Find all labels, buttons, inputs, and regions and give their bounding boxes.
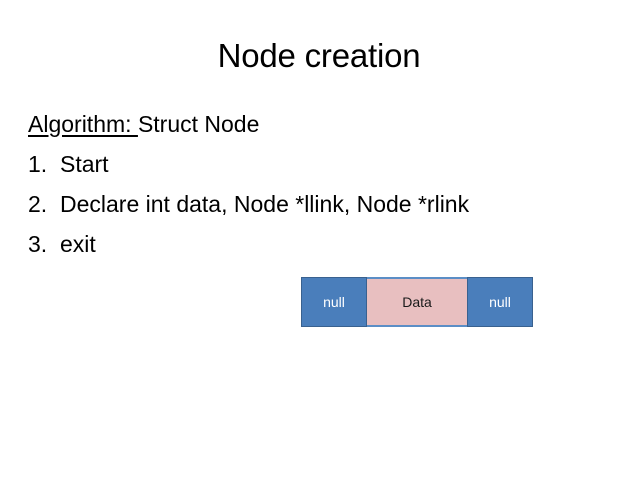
list-item: 2. Declare int data, Node *llink, Node *… bbox=[28, 184, 608, 224]
list-item-number: 3. bbox=[28, 231, 48, 257]
node-cell-rlink: null bbox=[467, 277, 533, 327]
list-item-text: Declare int data, Node *llink, Node *rli… bbox=[60, 191, 470, 217]
algorithm-name: Struct Node bbox=[137, 111, 260, 137]
node-diagram: null Data null bbox=[301, 277, 533, 327]
list-item: 1. Start bbox=[28, 144, 608, 184]
list-item: 3. exit bbox=[28, 224, 608, 264]
list-item-text: Start bbox=[60, 151, 109, 177]
list-item-text: exit bbox=[60, 231, 96, 257]
list-item-number: 2. bbox=[28, 191, 48, 217]
algorithm-label: Algorithm: bbox=[28, 111, 138, 137]
algorithm-heading: Algorithm: Struct Node bbox=[28, 104, 608, 144]
node-cell-data: Data bbox=[367, 277, 467, 327]
slide-title: Node creation bbox=[217, 37, 421, 74]
slide-body: Algorithm: Struct Node 1. Start 2. Decla… bbox=[28, 104, 608, 264]
list-item-number: 1. bbox=[28, 151, 48, 177]
node-cell-llink: null bbox=[301, 277, 367, 327]
